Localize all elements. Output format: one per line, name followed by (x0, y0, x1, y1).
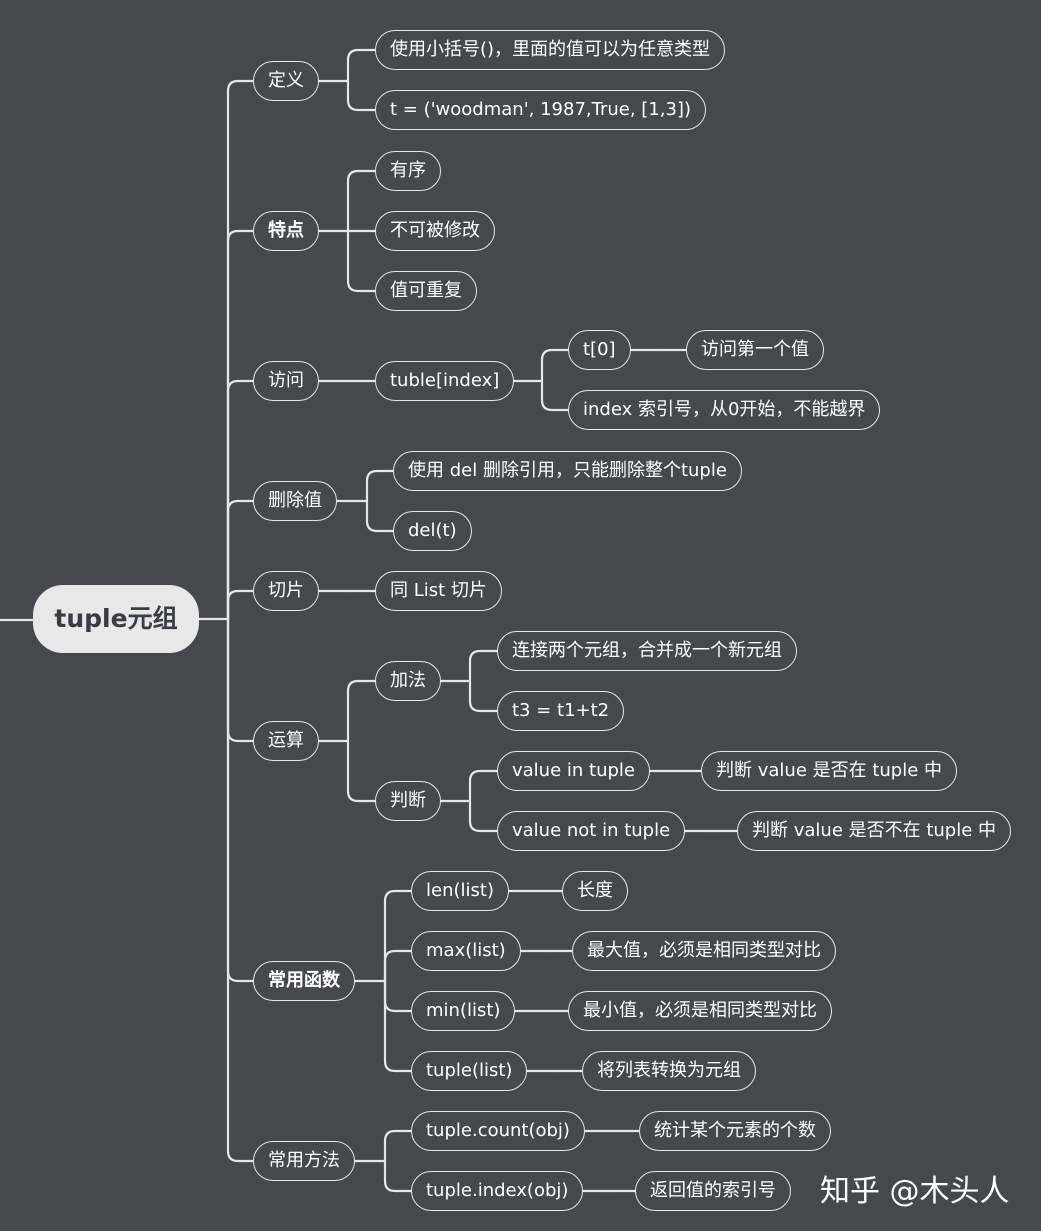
delete-link-0 (365, 469, 395, 503)
functions-link-1 (383, 949, 413, 983)
ops-add-item-1: 连接两个元组，合并成一个新元组 (497, 631, 797, 671)
access-index-syntax: tuble[index] (375, 361, 515, 401)
function-len: len(list) (411, 871, 509, 911)
delete-item-1: 使用 del 删除引用，只能删除整个tuple (393, 451, 742, 491)
ops-add: 加法 (375, 661, 441, 701)
feature-item-1: 有序 (375, 151, 441, 191)
access-t0-desc: 访问第一个值 (686, 330, 824, 370)
function-max: max(list) (411, 931, 521, 971)
function-len-desc: 长度 (562, 871, 628, 911)
ops-add-link-1 (468, 679, 499, 713)
ops-link-1 (346, 739, 377, 803)
root-link-2 (226, 379, 255, 621)
ops-judge-in: value in tuple (497, 751, 650, 791)
method-count-desc: 统计某个元素的个数 (639, 1111, 831, 1151)
root-link-0 (226, 79, 255, 621)
method-index: tuple.index(obj) (411, 1171, 584, 1211)
branch-ops: 运算 (253, 721, 319, 761)
function-tuple-desc: 将列表转换为元组 (582, 1051, 756, 1091)
branch-access: 访问 (253, 361, 319, 401)
watermark-text: 知乎 @木头人 (820, 1174, 1010, 1209)
methods-link-0 (383, 1129, 413, 1163)
ops-judge-link-1 (468, 799, 499, 833)
methods-link-1 (383, 1159, 413, 1193)
ops-judge-in-desc: 判断 value 是否在 tuple 中 (701, 751, 958, 791)
root-node: tuple元组 (33, 585, 199, 653)
access-index-link-0 (540, 348, 570, 383)
function-tuple: tuple(list) (411, 1051, 528, 1091)
define-item-1: 使用小括号()，里面的值可以为任意类型 (375, 30, 726, 70)
ops-link-0 (346, 679, 377, 743)
ops-judge-notin-desc: 判断 value 是否不在 tuple 中 (737, 811, 1012, 851)
features-link-0 (346, 169, 377, 233)
branch-delete: 删除值 (253, 481, 337, 521)
feature-item-2: 不可被修改 (375, 211, 495, 251)
features-link-2 (346, 229, 377, 293)
branch-methods: 常用方法 (253, 1141, 355, 1181)
ops-judge: 判断 (375, 781, 441, 821)
root-link-7 (226, 617, 255, 1163)
root-link-1 (226, 229, 255, 621)
delete-link-1 (365, 499, 395, 533)
define-link-1 (346, 79, 377, 112)
branch-functions: 常用函数 (253, 961, 355, 1001)
root-link-4 (226, 589, 255, 621)
branch-features: 特点 (253, 211, 319, 251)
functions-link-2 (383, 979, 413, 1013)
function-min: min(list) (411, 991, 516, 1031)
root-link-6 (226, 617, 255, 983)
branch-define: 定义 (253, 61, 319, 101)
functions-link-0 (383, 889, 413, 983)
functions-link-3 (383, 979, 413, 1073)
root-link-5 (226, 617, 255, 743)
branch-slice: 切片 (253, 571, 319, 611)
feature-item-3: 值可重复 (375, 271, 477, 311)
define-item-2: t = ('woodman', 1987,True, [1,3]) (375, 90, 706, 130)
ops-add-item-2: t3 = t1+t2 (497, 691, 625, 731)
function-max-desc: 最大值，必须是相同类型对比 (572, 931, 836, 971)
access-index-link-1 (540, 379, 570, 412)
ops-add-link-0 (468, 649, 499, 683)
slice-item-1: 同 List 切片 (375, 571, 502, 611)
access-index-desc: index 索引号，从0开始，不能越界 (568, 390, 881, 430)
delete-item-2: del(t) (393, 511, 472, 551)
access-t0: t[0] (568, 330, 631, 370)
ops-judge-link-0 (468, 769, 499, 803)
function-min-desc: 最小值，必须是相同类型对比 (568, 991, 832, 1031)
method-count: tuple.count(obj) (411, 1111, 585, 1151)
method-index-desc: 返回值的索引号 (635, 1171, 791, 1211)
ops-judge-notin: value not in tuple (497, 811, 686, 851)
root-link-3 (226, 499, 255, 621)
define-link-0 (346, 48, 377, 83)
